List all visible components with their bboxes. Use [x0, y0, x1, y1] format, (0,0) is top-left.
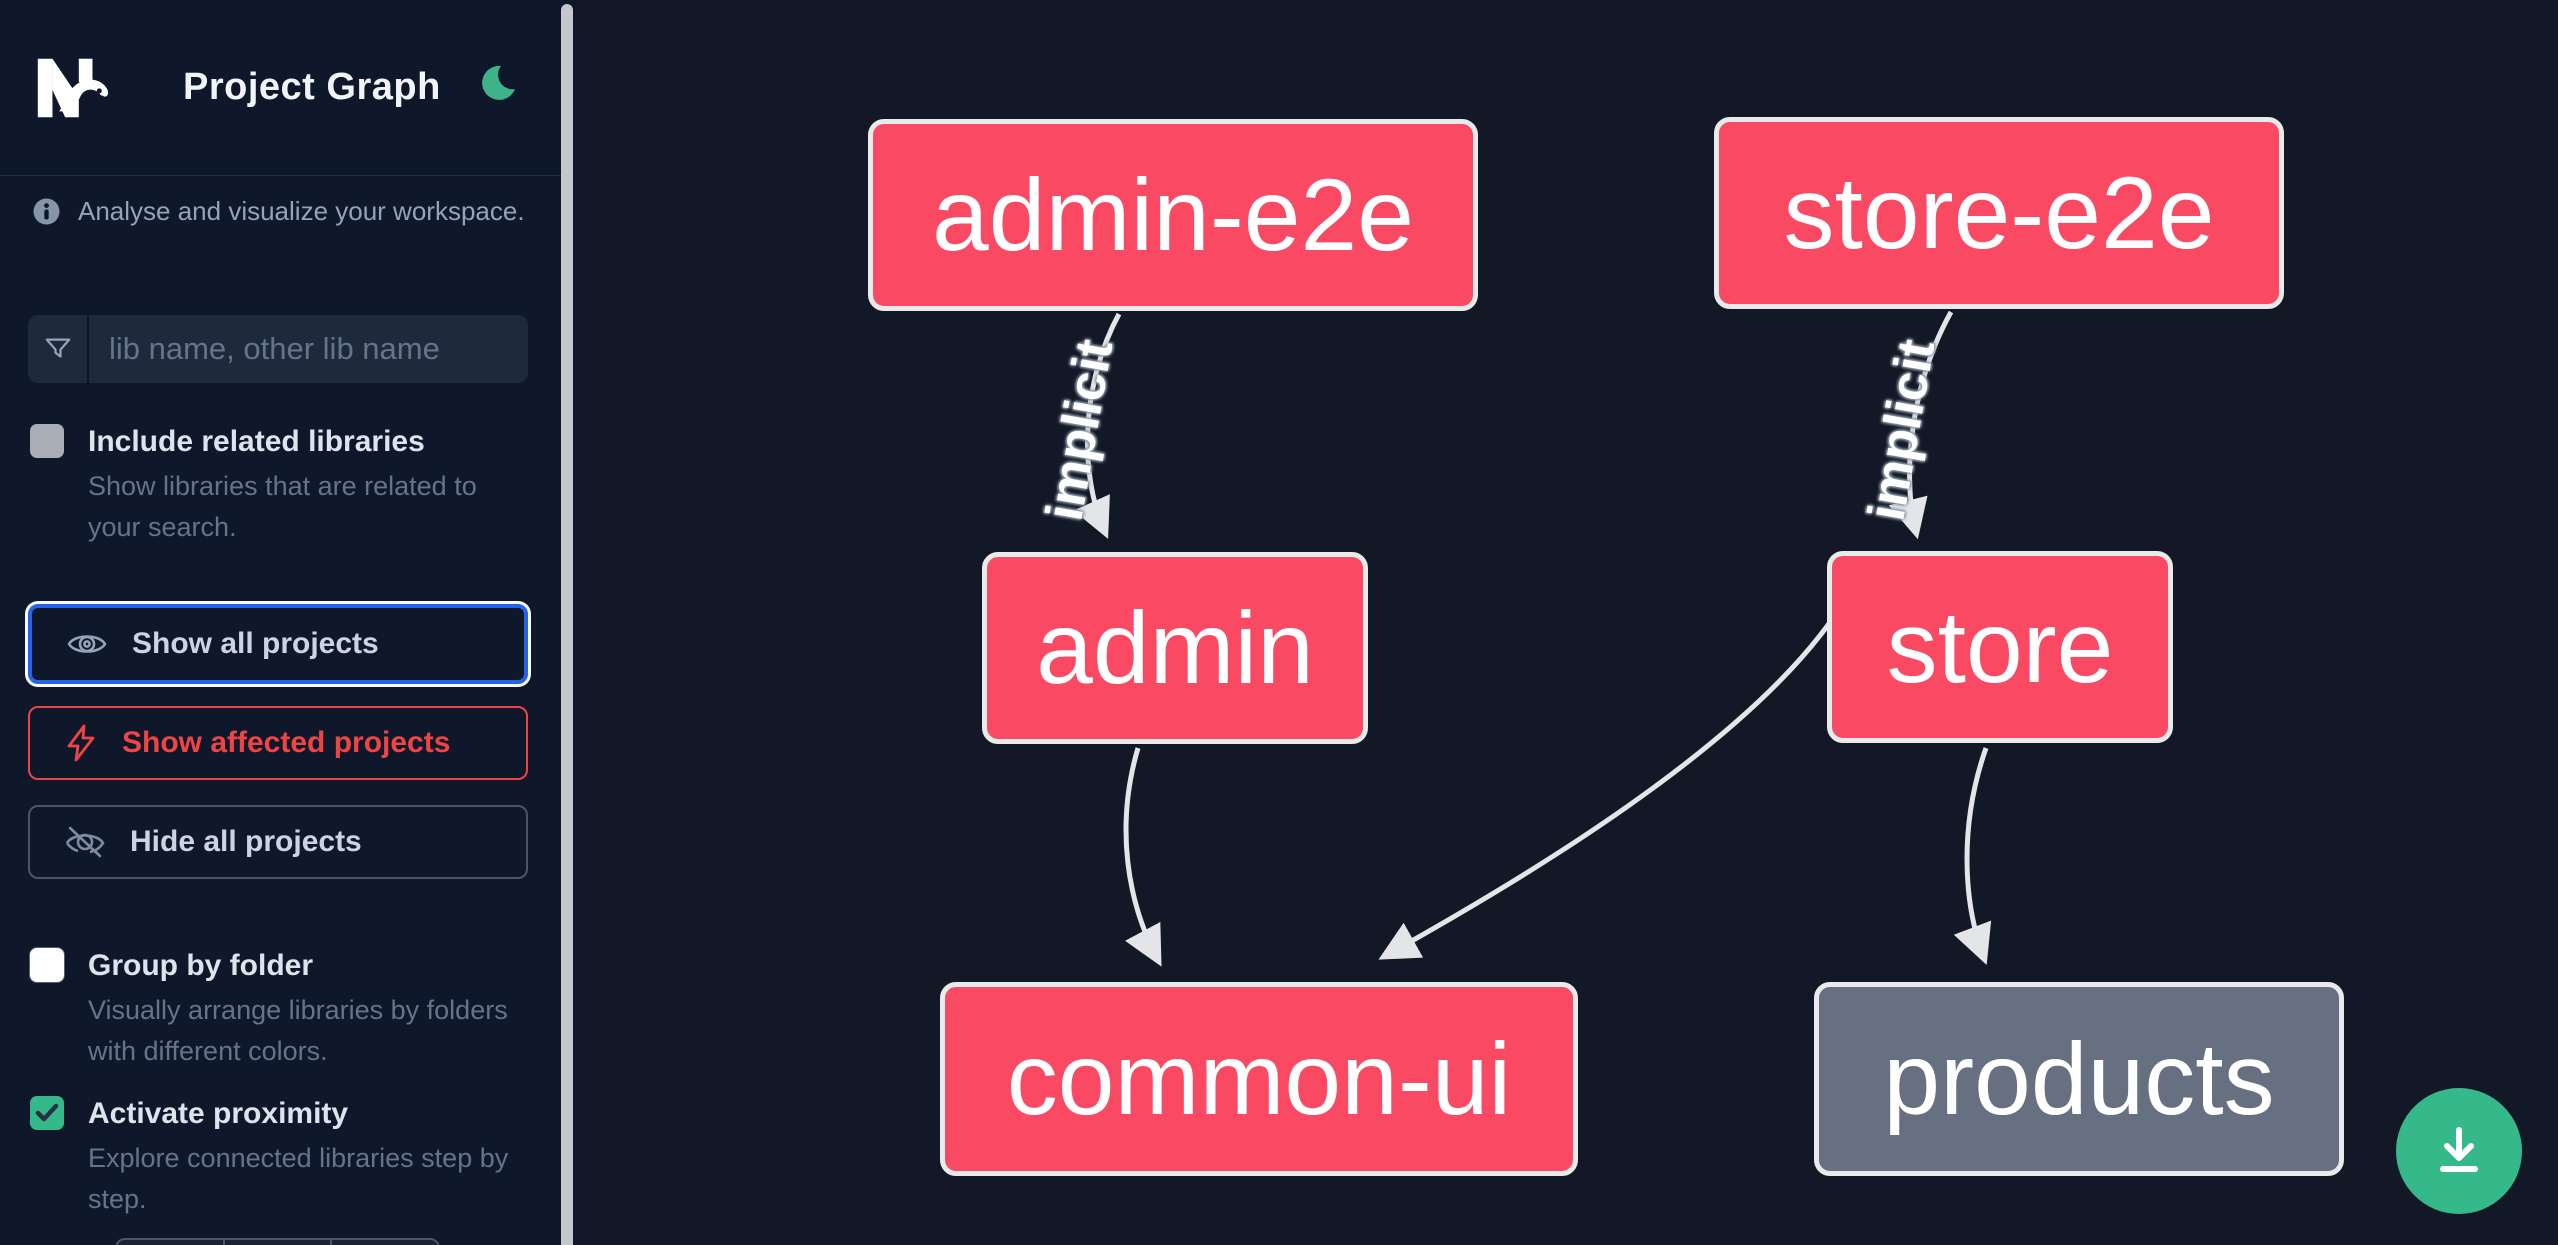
graph-node-admin-e2e[interactable]: admin-e2e — [868, 119, 1478, 311]
node-label: admin — [1036, 590, 1314, 705]
moon-icon[interactable] — [474, 62, 518, 106]
sidebar-header: Project Graph — [0, 0, 561, 176]
include-related-label[interactable]: Include related libraries — [88, 425, 425, 458]
hide-all-projects-button[interactable]: Hide all projects — [28, 805, 528, 879]
workspace-tagline-row: Analyse and visualize your workspace. — [33, 196, 533, 227]
graph-node-admin[interactable]: admin — [982, 552, 1368, 744]
include-related-description: Show libraries that are related to your … — [88, 471, 477, 542]
node-label: admin-e2e — [932, 157, 1414, 272]
show-affected-projects-label: Show affected projects — [122, 726, 451, 759]
hide-all-projects-label: Hide all projects — [130, 825, 362, 858]
activate-proximity-label[interactable]: Activate proximity — [88, 1097, 349, 1130]
proximity-stepper-cutoff[interactable] — [115, 1238, 440, 1245]
group-by-folder-description: Visually arrange libraries by folders wi… — [88, 995, 508, 1066]
stepper-segment[interactable] — [222, 1240, 331, 1245]
workspace-tagline: Analyse and visualize your workspace. — [78, 196, 525, 226]
download-icon — [2440, 1127, 2478, 1172]
stepper-segment[interactable] — [330, 1240, 438, 1245]
show-affected-projects-button[interactable]: Show affected projects — [28, 706, 528, 780]
activate-proximity-checkbox[interactable] — [30, 1096, 64, 1130]
graph-node-products[interactable]: products — [1814, 982, 2344, 1176]
sidebar-scrollbar[interactable] — [561, 4, 573, 1245]
node-label: common-ui — [1006, 1021, 1512, 1136]
info-icon — [33, 198, 60, 225]
filter-icon — [45, 338, 70, 358]
filter-icon-cell — [28, 315, 89, 383]
page-title: Project Graph — [183, 66, 441, 108]
search-input[interactable] — [89, 317, 528, 381]
node-label: store-e2e — [1783, 155, 2215, 270]
show-all-projects-label: Show all projects — [132, 627, 379, 660]
check-icon — [35, 1103, 59, 1122]
node-label: products — [1883, 1021, 2275, 1136]
graph-node-store-e2e[interactable]: store-e2e — [1714, 117, 2284, 309]
include-related-checkbox[interactable] — [30, 424, 64, 458]
sidebar: Project Graph Analyse and visualize your… — [0, 0, 576, 1245]
nx-logo — [37, 58, 110, 118]
graph-node-store[interactable]: store — [1827, 551, 2173, 743]
stepper-segment[interactable] — [117, 1240, 223, 1245]
graph-node-common-ui[interactable]: common-ui — [940, 982, 1578, 1176]
eye-off-icon — [64, 824, 106, 860]
group-by-folder-label[interactable]: Group by folder — [88, 949, 313, 982]
node-label: store — [1886, 589, 2114, 704]
eye-icon — [66, 627, 108, 661]
activate-proximity-description: Explore connected libraries step by step… — [88, 1143, 509, 1214]
bolt-icon — [64, 724, 98, 762]
search-bar — [28, 315, 528, 383]
show-all-projects-button[interactable]: Show all projects — [28, 604, 528, 684]
group-by-folder-checkbox[interactable] — [30, 948, 64, 982]
download-button[interactable] — [2396, 1088, 2522, 1214]
